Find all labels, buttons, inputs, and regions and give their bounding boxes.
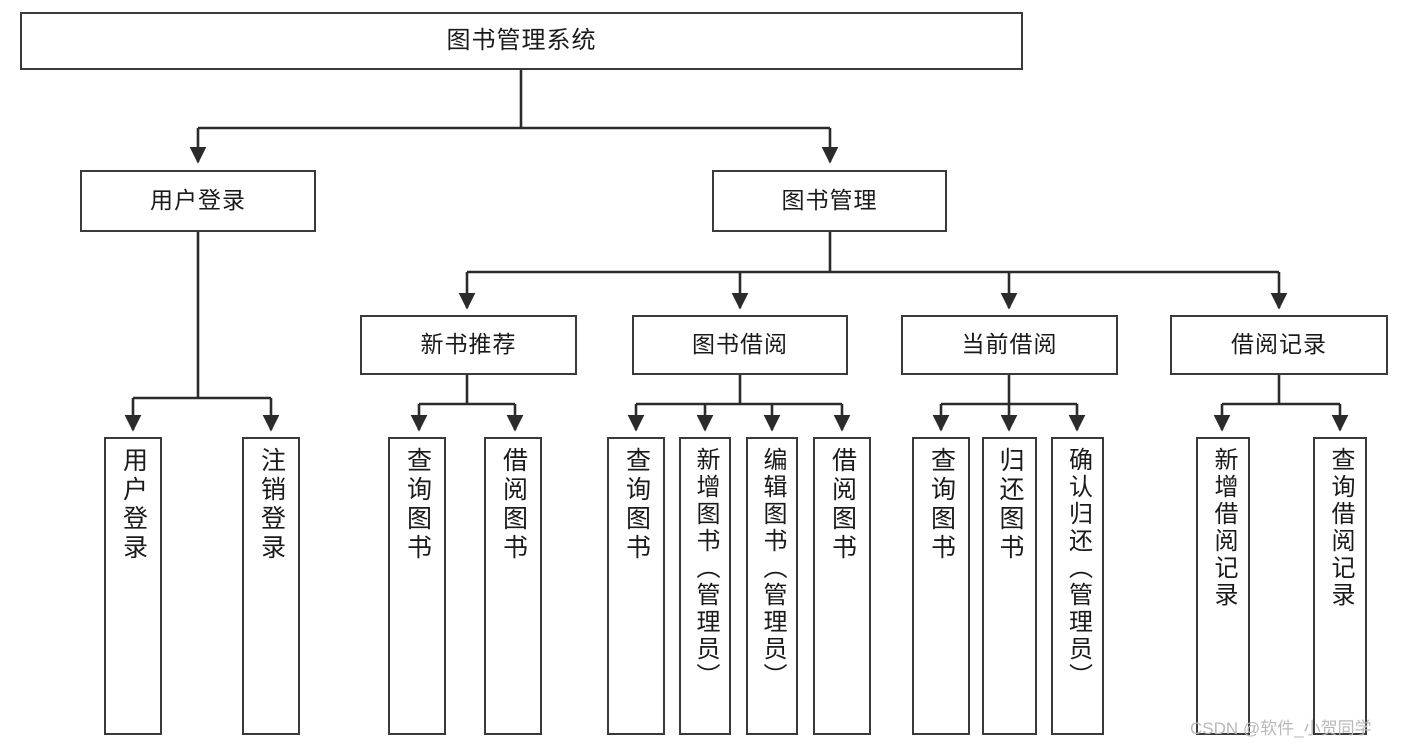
node-label: 查询图书 — [927, 447, 956, 563]
node-label: 查询图书 — [622, 447, 651, 563]
node-borrow-record[interactable]: 借阅记录 — [1170, 315, 1388, 375]
leaf-query-book-1[interactable]: 查询图书 — [388, 437, 446, 735]
node-label: 当前借阅 — [961, 331, 1058, 358]
node-label: 查询图书 — [403, 447, 432, 563]
node-label: 归还图书 — [996, 447, 1024, 563]
node-label: 借阅图书 — [828, 447, 857, 563]
leaf-user-logout[interactable]: 注销登录 — [242, 437, 300, 735]
node-label: 注销登录 — [257, 447, 286, 563]
node-label: 确认归还（管理员） — [1064, 447, 1092, 690]
node-label: 借阅图书 — [499, 447, 528, 563]
leaf-return-book[interactable]: 归还图书 — [982, 437, 1037, 735]
node-book-manage[interactable]: 图书管理 — [712, 170, 947, 232]
node-label: 新书推荐 — [420, 331, 517, 358]
node-user-login[interactable]: 用户登录 — [80, 170, 316, 232]
leaf-confirm-return[interactable]: 确认归还（管理员） — [1051, 437, 1104, 735]
node-label: 图书借阅 — [692, 331, 788, 358]
node-current-borrow[interactable]: 当前借阅 — [901, 315, 1118, 375]
watermark: CSDN @软件_小贺同学 — [1190, 719, 1372, 738]
node-label: 借阅记录 — [1231, 331, 1327, 358]
leaf-add-record[interactable]: 新增借阅记录 — [1196, 437, 1250, 735]
node-label: 图书管理 — [781, 187, 878, 214]
node-label: 查询借阅记录 — [1327, 447, 1354, 609]
leaf-query-book-2[interactable]: 查询图书 — [607, 437, 665, 735]
leaf-edit-book[interactable]: 编辑图书（管理员） — [746, 437, 798, 735]
node-book-borrow[interactable]: 图书借阅 — [632, 315, 848, 375]
leaf-borrow-book-1[interactable]: 借阅图书 — [484, 437, 542, 735]
leaf-query-book-3[interactable]: 查询图书 — [912, 437, 970, 735]
leaf-user-login[interactable]: 用户登录 — [104, 437, 162, 735]
leaf-borrow-book-2[interactable]: 借阅图书 — [813, 437, 871, 735]
leaf-query-record[interactable]: 查询借阅记录 — [1313, 437, 1367, 735]
node-label: 新增借阅记录 — [1210, 447, 1237, 609]
node-new-book-rec[interactable]: 新书推荐 — [360, 315, 577, 375]
node-label: 用户登录 — [119, 447, 148, 563]
leaf-add-book[interactable]: 新增图书（管理员） — [679, 437, 731, 735]
node-label: 用户登录 — [150, 187, 246, 214]
node-label: 图书管理系统 — [446, 26, 597, 54]
node-label: 新增图书（管理员） — [692, 447, 719, 690]
node-root-图书管理系统[interactable]: 图书管理系统 — [20, 12, 1023, 70]
node-label: 编辑图书（管理员） — [759, 447, 786, 690]
